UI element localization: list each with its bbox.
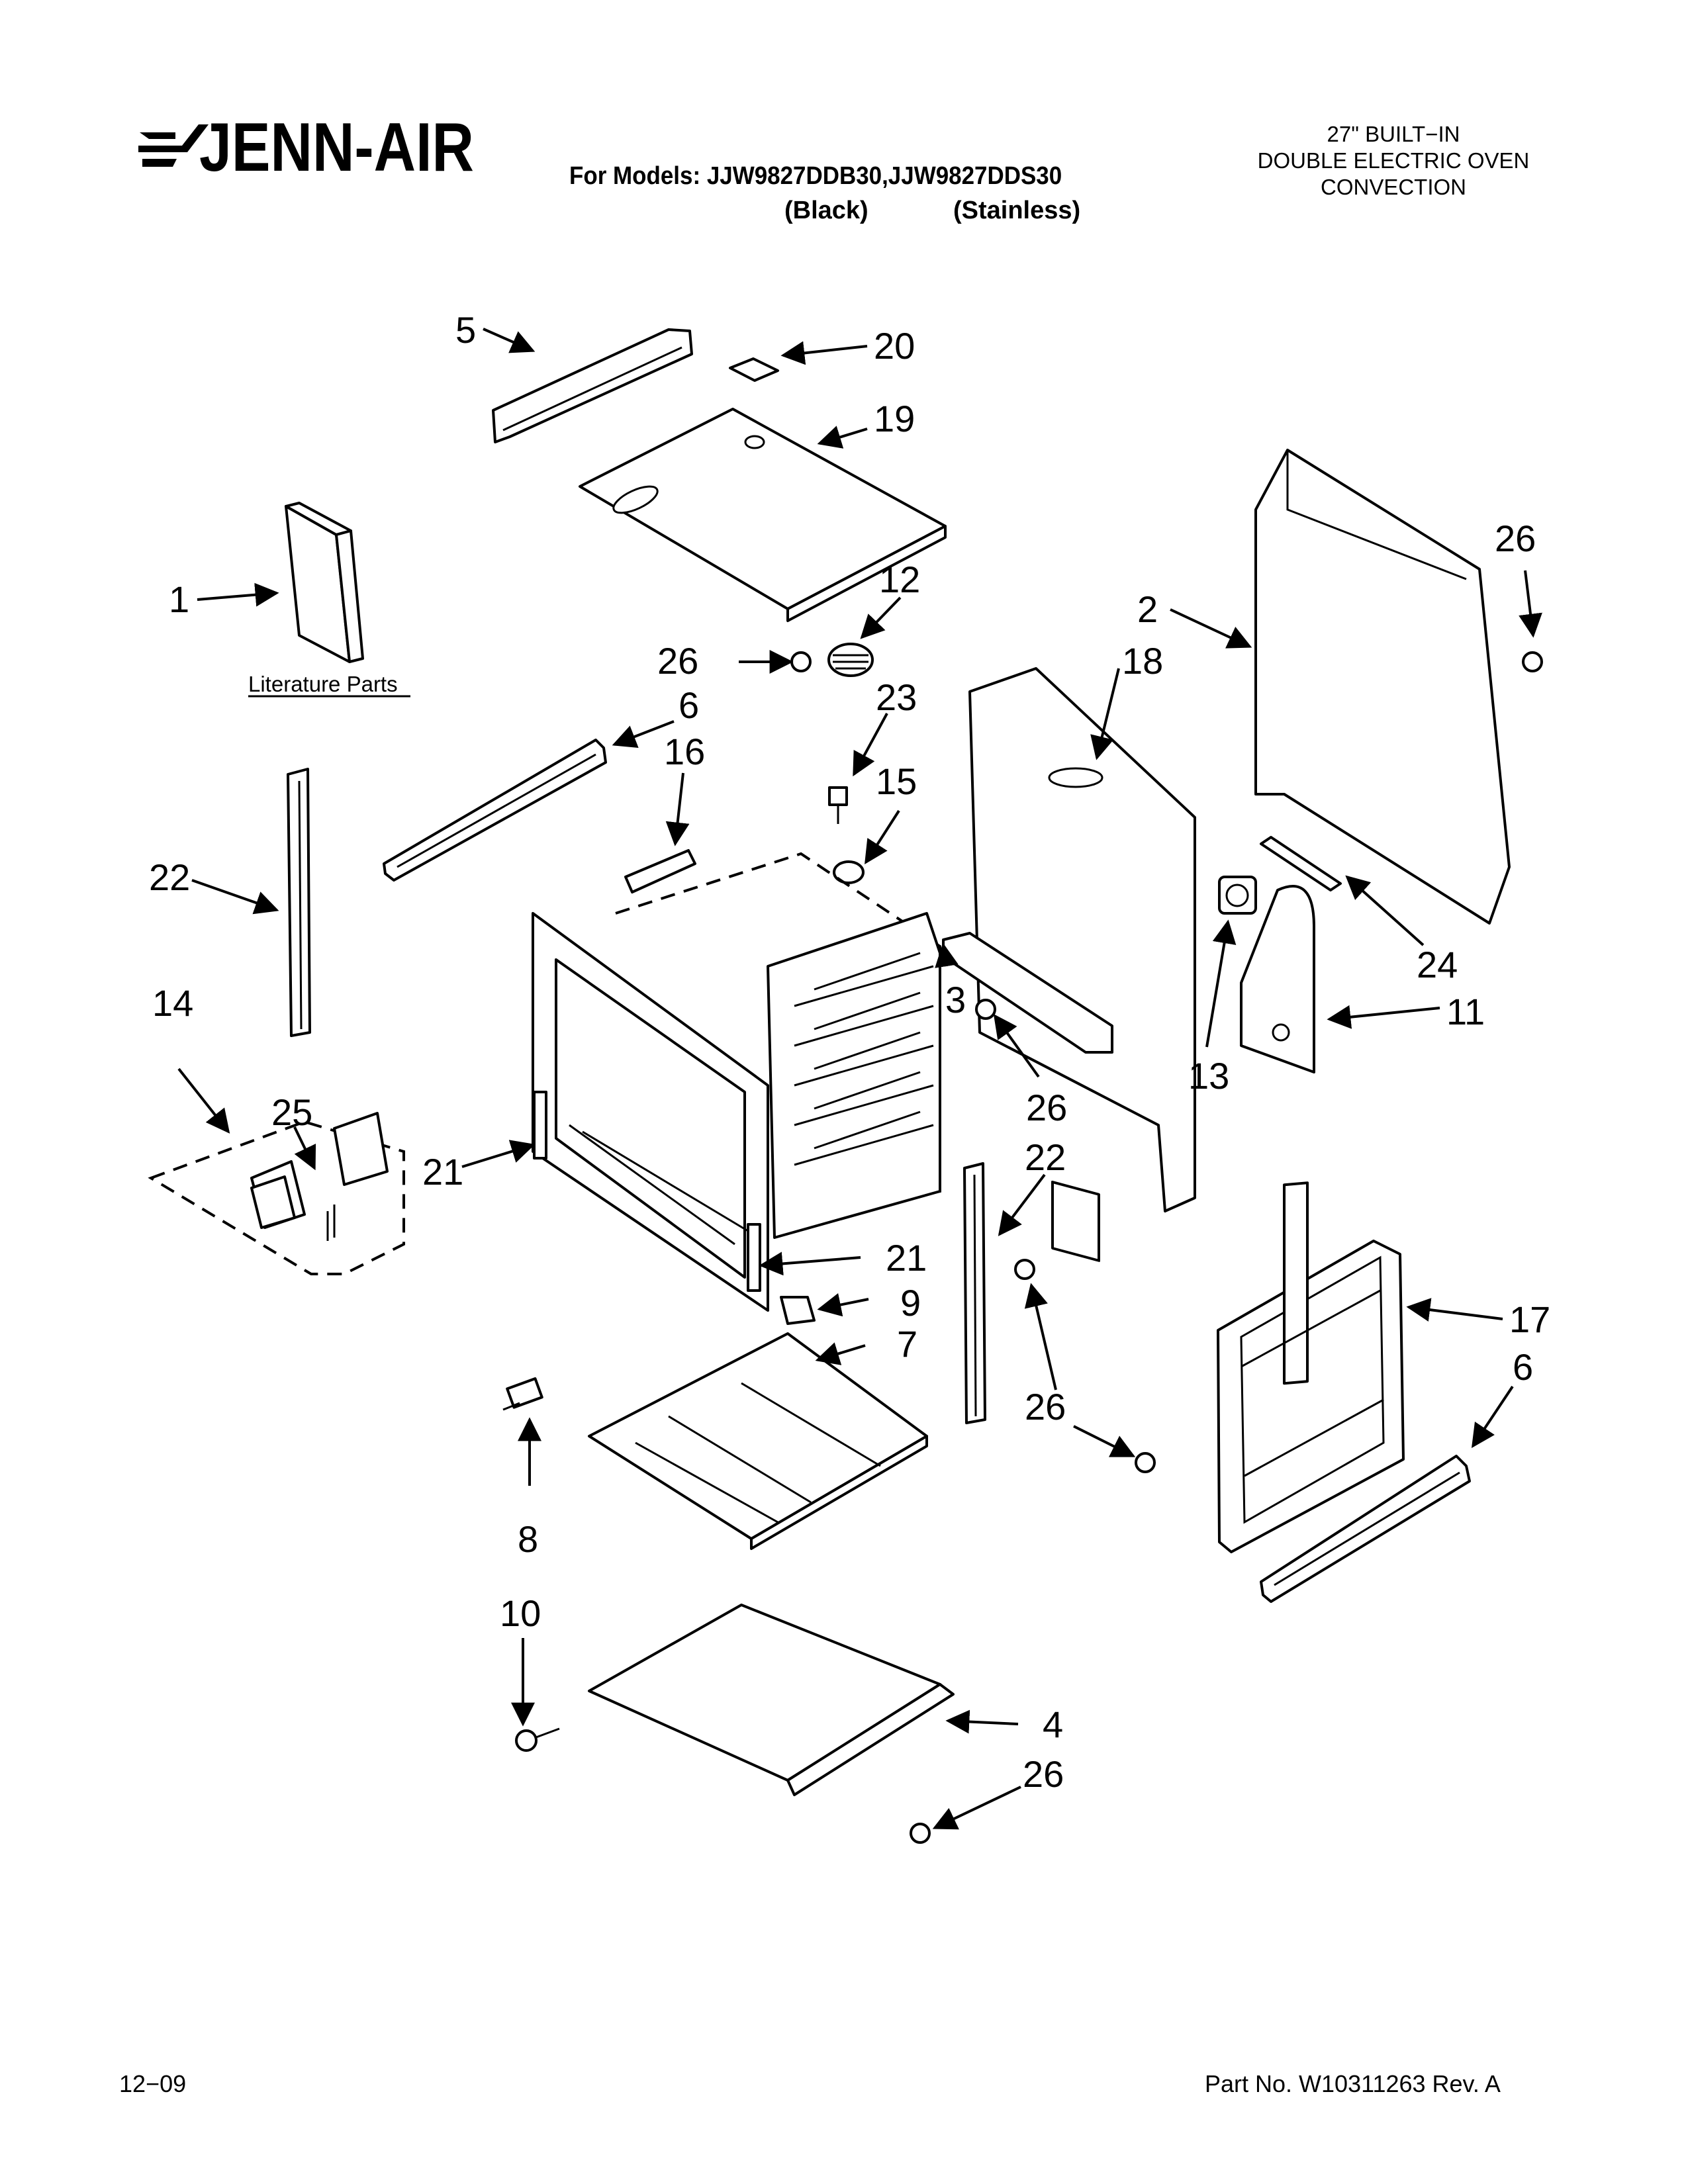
callout-24: 24 (1417, 944, 1458, 985)
part-9-knob (780, 1296, 816, 1325)
part-6-side-rail-upper (383, 739, 607, 882)
part-22-trim-rail-right (963, 1162, 986, 1424)
callout-17: 17 (1509, 1298, 1550, 1340)
callout-8: 8 (518, 1518, 538, 1560)
part-2-side-panel (1254, 449, 1511, 925)
part-11-shield (1240, 885, 1315, 1073)
callout-6-a: 6 (679, 684, 699, 726)
product-line-1: 27" BUILT−IN (1327, 122, 1460, 146)
oven-cavity-assembly (532, 852, 941, 1312)
callout-15: 15 (876, 760, 917, 802)
callout-5: 5 (455, 309, 476, 351)
callout-1: 1 (169, 578, 189, 620)
part-26-screw (790, 651, 1543, 1844)
callout-11: 11 (1446, 991, 1485, 1032)
callouts: 5 20 19 1 2 26 12 26 18 6 23 16 15 22 24… (149, 309, 1550, 1795)
part-4-base-pan (588, 1604, 955, 1796)
callout-16: 16 (664, 731, 705, 772)
callout-23: 23 (876, 676, 917, 718)
callout-9: 9 (900, 1282, 921, 1324)
part-number: Part No. W10311263 Rev. A (1205, 2070, 1501, 2097)
part-15-clip (833, 860, 865, 884)
variant-black: (Black) (784, 197, 868, 224)
callout-12: 12 (879, 559, 920, 600)
callout-18: 18 (1122, 640, 1163, 682)
variant-stainless: (Stainless) (953, 197, 1081, 224)
jenn-air-logo: JENN-AIR (138, 109, 474, 179)
product-description: 27" BUILT−IN DOUBLE ELECTRIC OVEN CONVEC… (1211, 121, 1575, 201)
product-line-3: CONVECTION (1320, 175, 1466, 199)
callout-6-b: 6 (1513, 1346, 1533, 1388)
part-20-bracket (729, 357, 779, 382)
callout-25: 25 (271, 1091, 312, 1133)
part-21-hinge-receptacle (533, 1091, 761, 1292)
part-10-screw (515, 1727, 560, 1752)
part-18-rear-panel (968, 667, 1196, 1262)
callout-26-e: 26 (1023, 1753, 1064, 1795)
callout-2: 2 (1137, 588, 1158, 630)
part-14-kit (148, 1112, 405, 1275)
models-line: For Models: JJW9827DDB30,JJW9827DDS30 (569, 162, 1062, 190)
callout-22-a: 22 (149, 856, 190, 898)
part-19-top-panel (579, 408, 947, 622)
part-16-vent-deflector (624, 849, 696, 893)
part-23-screw (828, 786, 848, 824)
callout-26-b: 26 (657, 640, 698, 682)
part-1-literature: Literature Parts (248, 502, 410, 698)
callout-26-d: 26 (1025, 1386, 1066, 1428)
callout-14: 14 (152, 982, 193, 1024)
callout-21-a: 21 (422, 1151, 463, 1193)
part-7-bottom-tray (588, 1332, 928, 1550)
callout-21-b: 21 (886, 1237, 927, 1279)
part-12-fan-grille (827, 643, 874, 677)
leader-lines (177, 328, 1542, 1830)
part-22-trim-rail-left (287, 768, 311, 1037)
part-6-side-rail-lower (1260, 1455, 1471, 1603)
part-17-door-frame (1217, 1181, 1405, 1553)
callout-26-c: 26 (1026, 1087, 1067, 1128)
part-8-switch (502, 1377, 543, 1411)
brand-wordmark: JENN-AIR (199, 109, 474, 179)
callout-22-b: 22 (1025, 1136, 1066, 1178)
callout-7: 7 (897, 1323, 917, 1365)
callout-3: 3 (945, 979, 966, 1021)
product-line-2: DOUBLE ELECTRIC OVEN (1257, 148, 1530, 173)
callout-10: 10 (500, 1592, 541, 1634)
part-5-top-trim (492, 328, 693, 443)
callout-19: 19 (874, 398, 915, 439)
part-13-thermostat (1218, 876, 1257, 915)
callout-20: 20 (874, 325, 915, 367)
literature-parts-label: Literature Parts (248, 672, 398, 696)
part-24-trim-strip (1260, 836, 1342, 891)
callout-4: 4 (1043, 1704, 1063, 1745)
callout-26-a: 26 (1495, 518, 1536, 559)
date-code: 12−09 (119, 2070, 187, 2097)
callout-13: 13 (1188, 1055, 1229, 1097)
